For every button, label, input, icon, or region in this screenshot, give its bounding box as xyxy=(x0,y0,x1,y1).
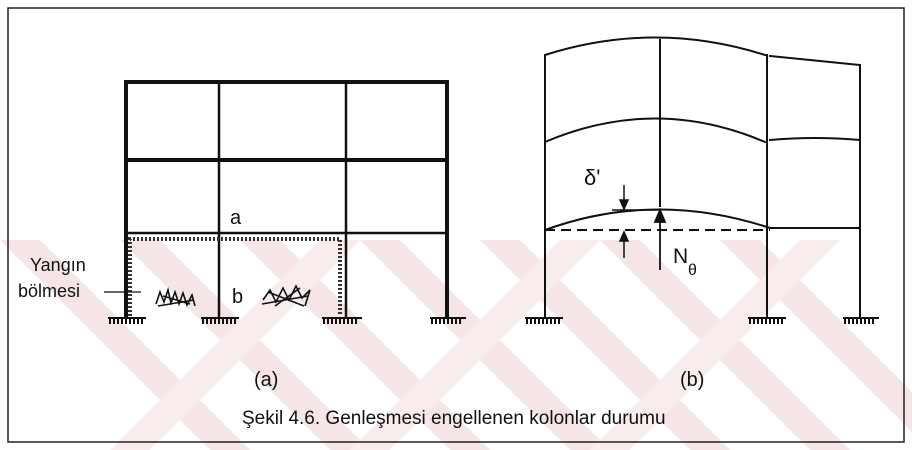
panel-a xyxy=(124,80,449,318)
axial-force-label-subscript: θ xyxy=(688,262,697,279)
support-1 xyxy=(108,317,146,324)
column-label-b: b xyxy=(232,286,243,308)
deflection-dimension xyxy=(612,185,658,258)
support-b-4 xyxy=(843,317,879,324)
support-b-3 xyxy=(748,317,786,324)
fire-compartment-label-line1: Yangın xyxy=(30,255,86,275)
watermark-chevrons xyxy=(0,240,912,450)
axial-force-label: N xyxy=(673,245,688,268)
deflection-label: δ' xyxy=(584,165,600,190)
panel-b-sublabel: (b) xyxy=(680,369,704,391)
supports-b xyxy=(525,317,879,324)
support-3 xyxy=(322,317,362,324)
deformed-beam-roof xyxy=(543,36,767,57)
deformed-beam-floor-2 xyxy=(543,117,767,144)
axial-force-arrow xyxy=(653,207,667,270)
beam-roof-right-bay xyxy=(768,54,862,67)
support-2 xyxy=(201,317,239,324)
figure-border xyxy=(7,7,905,443)
support-b-1 xyxy=(525,317,563,324)
panel-b xyxy=(543,36,862,317)
fire-symbol-left xyxy=(155,287,196,308)
fire-symbol-right xyxy=(261,284,311,307)
fire-compartment-label-line2: bölmesi xyxy=(18,281,80,301)
beam-floor-2-right-bay xyxy=(768,137,862,142)
beam-label-a: a xyxy=(230,207,242,229)
figure-caption: Şekil 4.6. Genleşmesi engellenen kolonla… xyxy=(242,408,666,429)
supports-a xyxy=(108,317,466,324)
support-4 xyxy=(430,317,466,324)
panel-a-sublabel: (a) xyxy=(254,369,278,391)
fire-compartment-outline xyxy=(128,237,342,316)
